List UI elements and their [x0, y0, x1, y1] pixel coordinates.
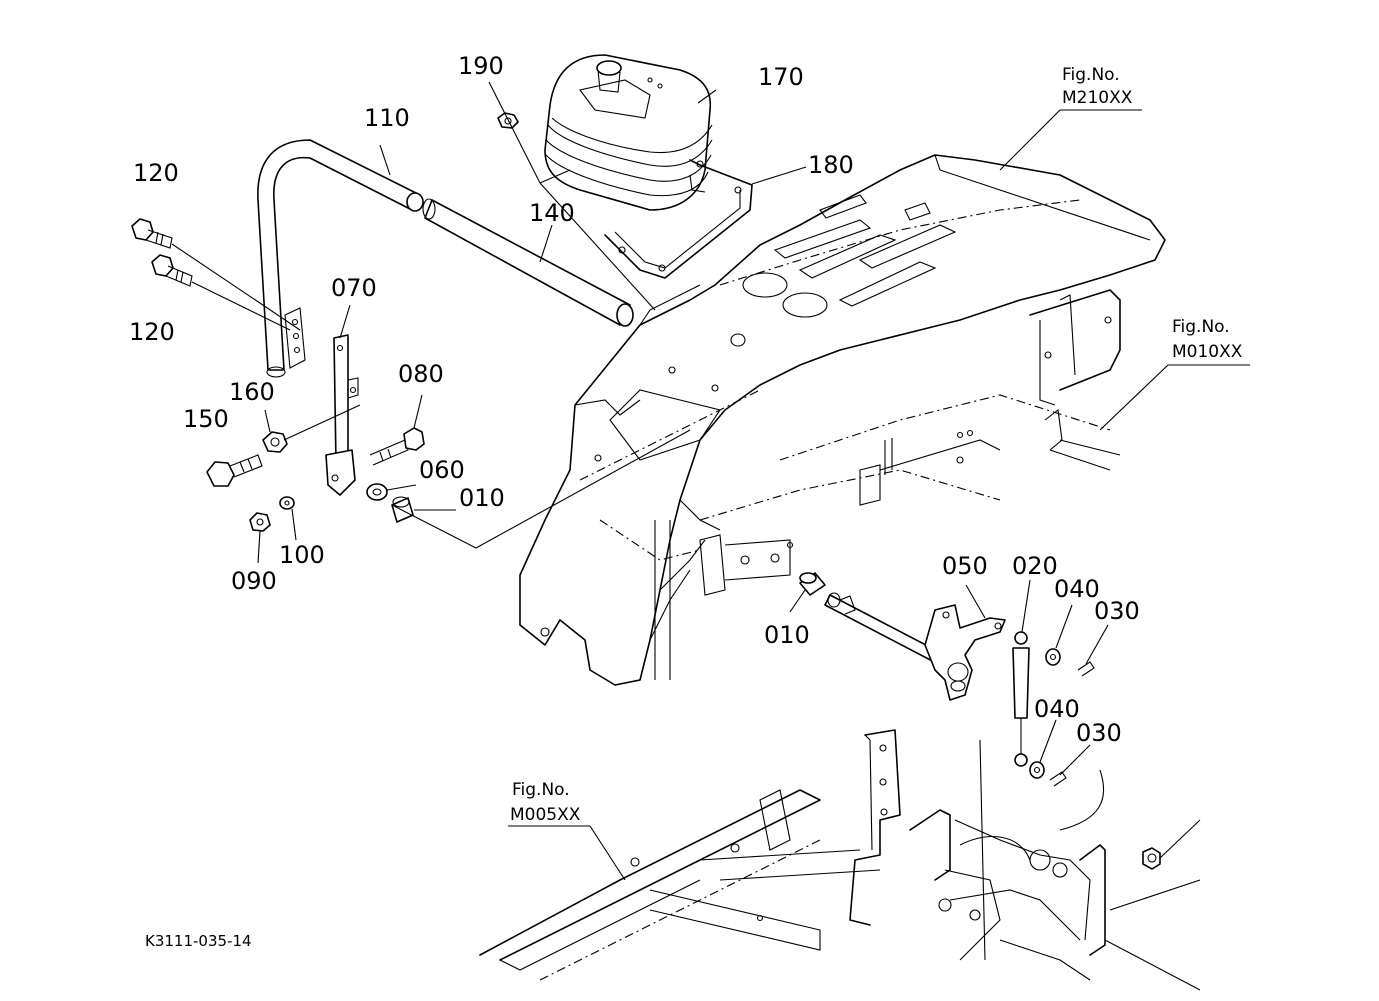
- fig-ref-caption: Fig.No.: [1062, 65, 1120, 85]
- part-number: 150: [183, 405, 229, 433]
- figure-code: K3111-035-14: [145, 932, 252, 950]
- part-callouts: 190 170 110 180 120 140 120 070 160 080 …: [129, 52, 1140, 747]
- nut-090: [249, 512, 271, 532]
- part-number: 140: [529, 199, 575, 227]
- pin-030-upper: [1077, 661, 1095, 677]
- part-number: 010: [459, 484, 505, 512]
- part-number: 100: [279, 541, 325, 569]
- part-number: 120: [133, 159, 179, 187]
- part-number: 070: [331, 274, 377, 302]
- part-number: 080: [398, 360, 444, 388]
- fig-ref-caption: Fig.No.: [512, 780, 570, 800]
- bolt-150: [206, 454, 263, 487]
- bolt-120-lower: [151, 254, 193, 287]
- washer-040-upper: [1045, 648, 1061, 666]
- part-number: 120: [129, 318, 175, 346]
- fig-ref-code: M005XX: [510, 805, 581, 825]
- frame-rails: [699, 289, 1121, 596]
- part-number: 020: [1012, 552, 1058, 580]
- pin-030-lower: [1049, 771, 1067, 787]
- part-number: 060: [419, 456, 465, 484]
- part-number: 040: [1034, 695, 1080, 723]
- lower-frame: [479, 729, 1201, 991]
- handle-bar-110: [257, 139, 424, 378]
- grip-140: [422, 198, 634, 327]
- fig-ref-m210xx: Fig.No. M210XX: [1062, 65, 1133, 108]
- washer-060: [366, 483, 388, 501]
- lever-070: [325, 334, 359, 496]
- part-number: 030: [1076, 719, 1122, 747]
- leader-lines: [171, 81, 1250, 961]
- part-number: 090: [231, 567, 277, 595]
- shaft-arm-050: [824, 592, 1006, 701]
- part-number: 180: [808, 151, 854, 179]
- bush-010-right: [799, 572, 826, 596]
- part-number: 040: [1054, 575, 1100, 603]
- washer-100: [279, 496, 295, 510]
- part-number: 050: [942, 552, 988, 580]
- nut-160: [262, 431, 288, 453]
- part-number: 010: [764, 621, 810, 649]
- bush-010-left: [391, 496, 414, 523]
- washer-040-lower: [1029, 761, 1045, 779]
- bolt-120-upper: [131, 218, 173, 249]
- fig-ref-code: M010XX: [1172, 342, 1243, 362]
- part-number: 110: [364, 104, 410, 132]
- fig-ref-code: M210XX: [1062, 88, 1133, 108]
- fig-ref-m005xx: Fig.No. M005XX: [510, 780, 581, 825]
- part-number: 170: [758, 63, 804, 91]
- gas-spring-020: [1012, 631, 1030, 767]
- part-number: 160: [229, 378, 275, 406]
- fig-ref-caption: Fig.No.: [1172, 317, 1230, 337]
- part-number: 030: [1094, 597, 1140, 625]
- fig-ref-m010xx: Fig.No. M010XX: [1172, 317, 1243, 362]
- boot-plate-180: [604, 159, 753, 279]
- fender-panel: [519, 154, 1166, 686]
- shift-boot-170: [544, 54, 713, 211]
- bolt-080: [369, 427, 425, 466]
- part-number: 190: [458, 52, 504, 80]
